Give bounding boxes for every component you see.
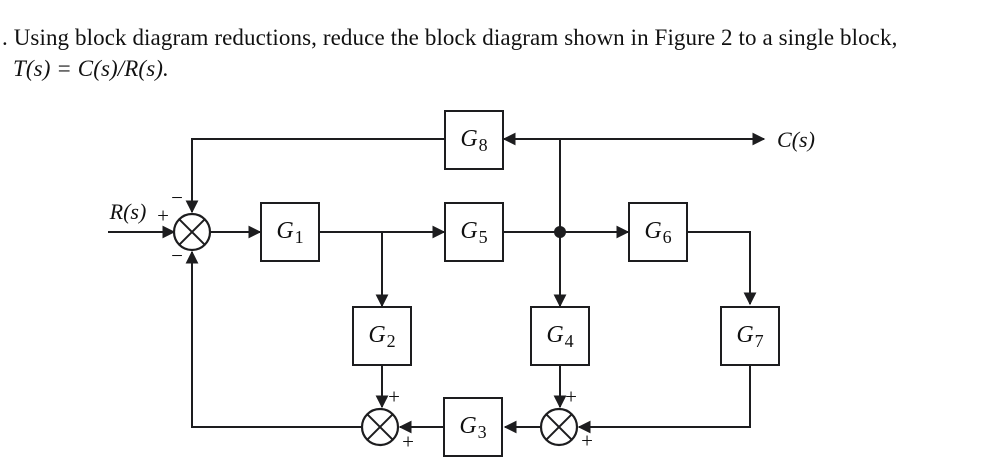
problem-statement-line1: . Using block diagram reductions, reduce… [2, 25, 898, 50]
s1-input-plus-sign: + [157, 203, 169, 228]
wire-s2-feedback-to-s1 [185, 250, 362, 428]
block-g4-label: G4 [546, 321, 574, 351]
block-g1-label: G1 [276, 217, 304, 247]
s3-top-plus-sign: + [565, 384, 577, 409]
summing-junction-3 [539, 407, 579, 447]
wire-g7-to-s3 [577, 366, 751, 434]
summing-junction-2 [360, 407, 400, 447]
output-signal-label: C(s) [777, 127, 815, 152]
s1-bottom-minus-sign: − [171, 243, 183, 268]
block-g8-label: G8 [460, 125, 488, 155]
s1-top-minus-sign: − [171, 185, 183, 210]
problem-statement-equation: T(s) = C(s)/R(s). [13, 56, 169, 81]
input-signal-label: R(s) [109, 199, 147, 224]
s3-right-plus-sign: + [581, 428, 593, 453]
s2-right-plus-sign: + [402, 429, 414, 454]
block-g1: G1 [260, 202, 320, 262]
block-g3-label: G3 [459, 412, 487, 442]
wire-g8-feedback-to-s1 [185, 138, 444, 214]
wire-g6-to-g7 [688, 231, 757, 306]
block-g3: G3 [443, 397, 503, 457]
summing-junction-1 [172, 212, 212, 252]
block-g5-label: G5 [460, 217, 488, 247]
block-g5: G5 [444, 202, 504, 262]
block-g6: G6 [628, 202, 688, 262]
block-g8: G8 [444, 110, 504, 170]
block-g2: G2 [352, 306, 412, 366]
s2-top-plus-sign: + [388, 384, 400, 409]
block-g7-label: G7 [736, 321, 764, 351]
block-g4: G4 [530, 306, 590, 366]
block-g6-label: G6 [644, 217, 672, 247]
block-g2-label: G2 [368, 321, 396, 351]
takeoff-point-dot [554, 226, 566, 238]
block-g7: G7 [720, 306, 780, 366]
